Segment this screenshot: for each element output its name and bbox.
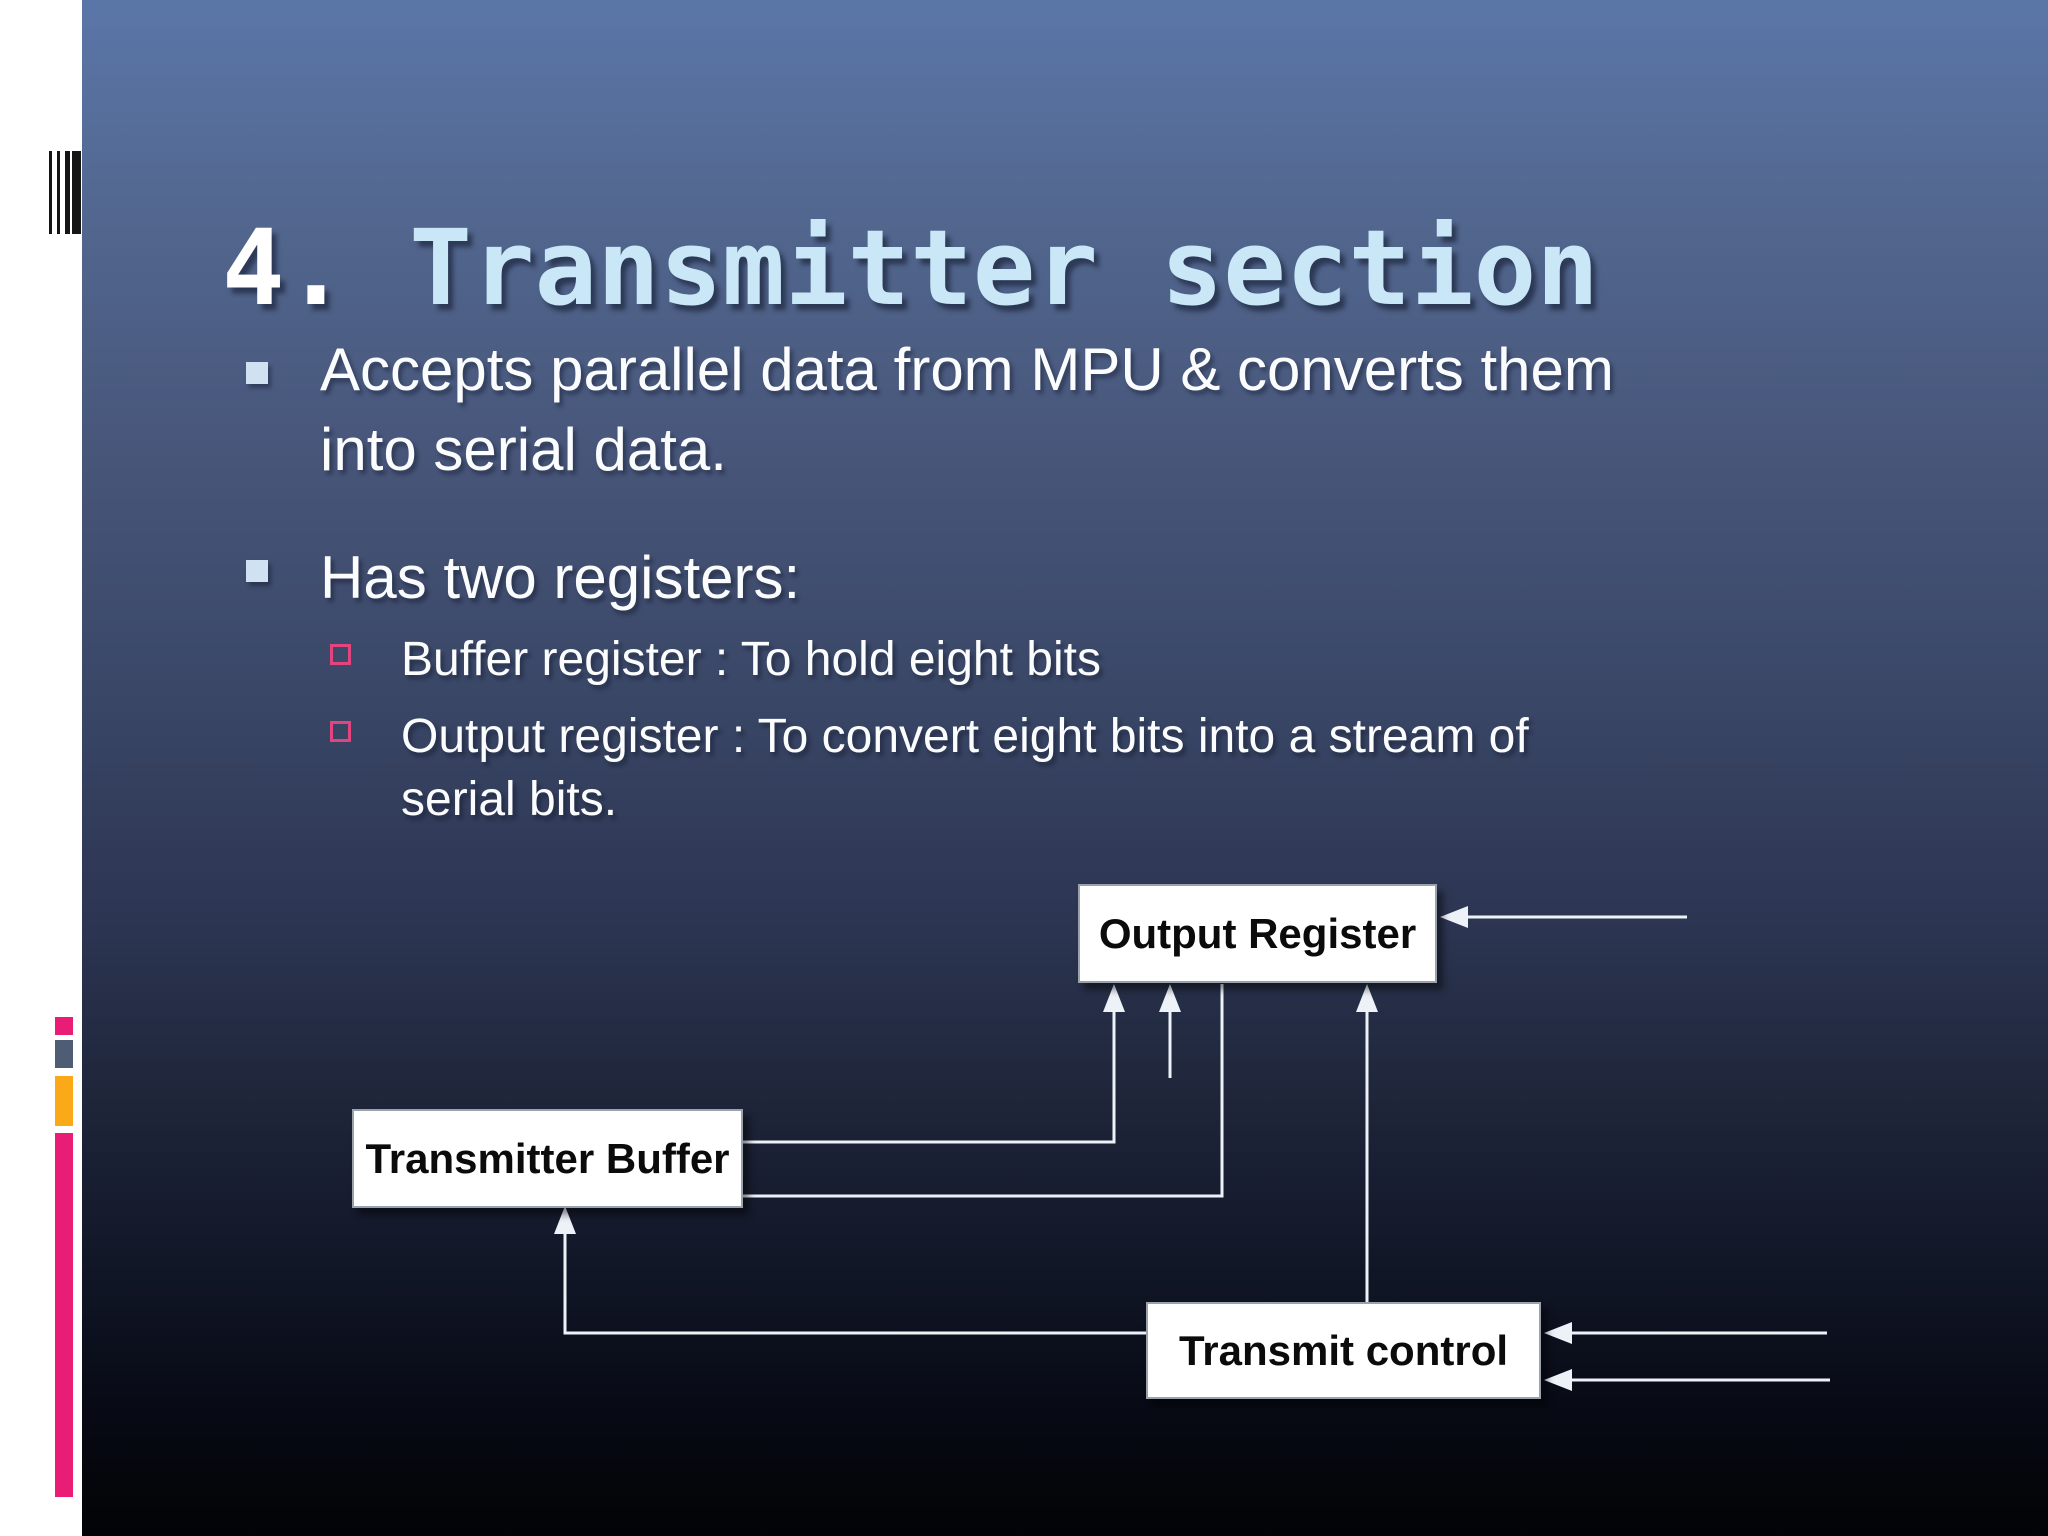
barcode-stripe bbox=[72, 151, 81, 234]
orange-square-decoration bbox=[55, 1076, 73, 1126]
bullet-line: into serial data. bbox=[320, 416, 727, 483]
title-text: Transmitter section bbox=[409, 206, 1599, 329]
connector-buffer-to-output-2 bbox=[743, 984, 1224, 1198]
slide-background: 4.Transmitter section Accepts parallel d… bbox=[82, 0, 2048, 1536]
diagram-connectors bbox=[554, 906, 1830, 1391]
arrowhead-up-icon bbox=[1103, 984, 1125, 1012]
diagram-box-label: Transmitter Buffer bbox=[365, 1134, 730, 1182]
diagram-box-output-register: Output Register bbox=[1078, 884, 1437, 983]
bullet-line: Accepts parallel data from MPU & convert… bbox=[320, 336, 1614, 403]
arrowhead-up-icon bbox=[1159, 984, 1181, 1012]
bullet-line: Has two registers: bbox=[320, 544, 801, 611]
arrowhead-up-icon bbox=[1356, 984, 1378, 1012]
arrowhead-left-icon bbox=[1440, 906, 1468, 928]
diagram-box-transmitter-buffer: Transmitter Buffer bbox=[352, 1109, 743, 1208]
connector-control-to-buffer bbox=[563, 1212, 1146, 1335]
bullet-item: Accepts parallel data from MPU & convert… bbox=[246, 330, 1614, 490]
square-bullet-icon bbox=[246, 362, 268, 384]
square-bullet-icon bbox=[246, 560, 268, 582]
sub-bullet-item: Buffer register : To hold eight bits bbox=[330, 628, 1101, 691]
hollow-square-bullet-icon bbox=[330, 721, 351, 742]
barcode-stripe bbox=[57, 151, 60, 234]
title-number: 4. bbox=[222, 206, 348, 329]
barcode-stripe bbox=[49, 151, 52, 234]
diagram-box-transmit-control: Transmit control bbox=[1146, 1302, 1541, 1399]
connector-buffer-to-output-1 bbox=[743, 990, 1116, 1144]
pink-square-decoration bbox=[55, 1017, 73, 1035]
diagram-box-label: Output Register bbox=[1098, 909, 1417, 957]
slide-title: 4.Transmitter section bbox=[222, 216, 1599, 320]
bullet-item: Has two registers: bbox=[246, 538, 800, 618]
barcode-icon bbox=[49, 151, 81, 234]
sub-bullet-line: Output register : To convert eight bits … bbox=[401, 710, 1529, 763]
gray-square-decoration bbox=[55, 1040, 73, 1068]
sub-bullet-line: serial bits. bbox=[401, 773, 618, 826]
diagram-box-label: Transmit control bbox=[1178, 1326, 1509, 1374]
sub-bullet-item: Output register : To convert eight bits … bbox=[330, 705, 1529, 831]
arrowhead-left-icon bbox=[1544, 1369, 1572, 1391]
arrowhead-up-icon bbox=[554, 1206, 576, 1234]
barcode-stripe bbox=[65, 151, 70, 234]
hollow-square-bullet-icon bbox=[330, 644, 351, 665]
pink-bar-decoration bbox=[55, 1133, 73, 1497]
arrowhead-left-icon bbox=[1544, 1322, 1572, 1344]
sub-bullet-line: Buffer register : To hold eight bits bbox=[401, 633, 1101, 686]
